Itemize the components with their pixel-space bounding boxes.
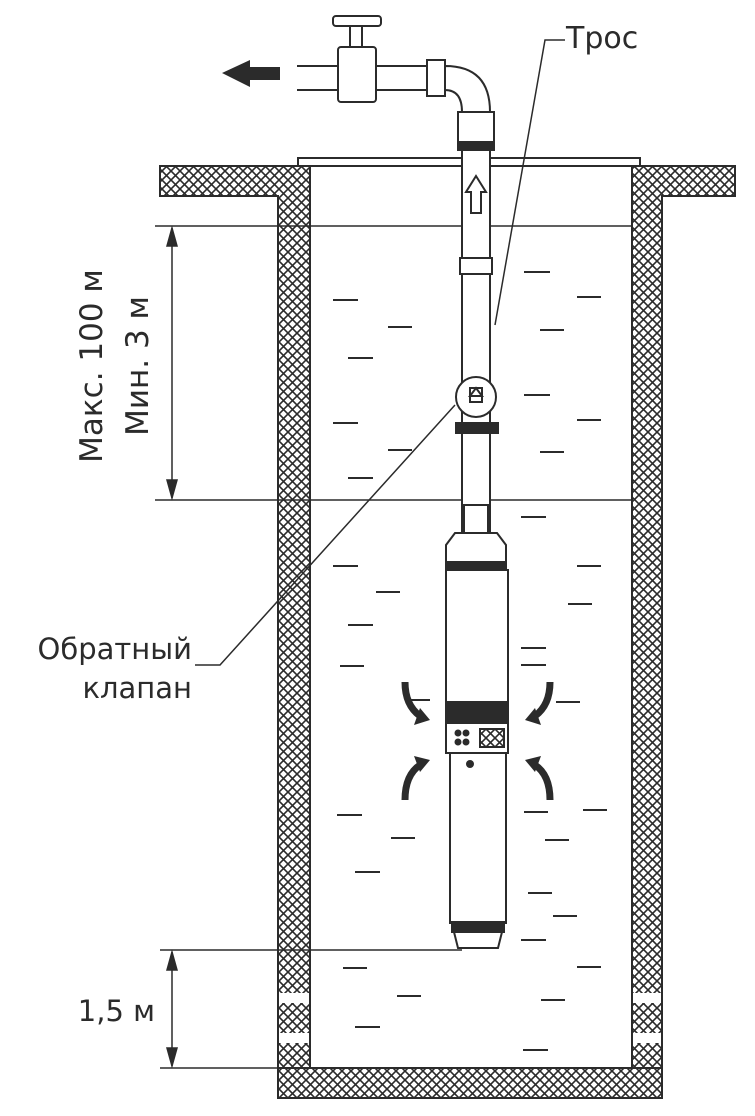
valve-leader <box>195 404 456 666</box>
water-dashes <box>333 271 607 1051</box>
valve-body <box>337 46 377 103</box>
pipe-coupling <box>426 59 446 97</box>
valve-handle <box>332 15 382 27</box>
flow-arrow-icon <box>401 762 423 801</box>
pump-upper-body <box>445 569 509 703</box>
well-right-wall <box>631 165 736 1069</box>
check-valve-label-line2: клапан <box>82 671 192 705</box>
pump-motor <box>449 752 507 924</box>
cable-label: Трос <box>565 21 638 56</box>
pump <box>445 504 509 949</box>
pump-head <box>445 532 507 566</box>
intake-flow-arrows <box>401 681 554 801</box>
well-left-wall <box>159 165 311 1069</box>
depth-max-label: Макс. 100 м <box>74 269 110 463</box>
check-valve-label-line1: Обратный <box>38 632 193 666</box>
flow-arrow-icon <box>401 681 423 719</box>
cable-leader <box>494 39 565 326</box>
leader-lines <box>195 39 565 666</box>
outlet-arrow-icon <box>222 60 280 87</box>
valve-arrow-icon <box>468 386 484 397</box>
bottom-gap-label: 1,5 м <box>78 994 155 1028</box>
check-valve <box>455 376 499 434</box>
depth-min-label: Мин. 3 м <box>120 296 156 436</box>
dimension-lines <box>166 225 178 1069</box>
water-levels <box>155 225 632 1069</box>
flow-arrow-icon <box>532 681 554 719</box>
discharge-pipe <box>222 15 495 533</box>
well-structure <box>159 157 736 1099</box>
flow-up-arrow-icon <box>464 174 488 214</box>
valve-stem <box>349 25 363 48</box>
flow-arrow-icon <box>532 762 554 801</box>
well-bottom <box>277 1067 663 1099</box>
pipe-elbow <box>444 64 492 113</box>
